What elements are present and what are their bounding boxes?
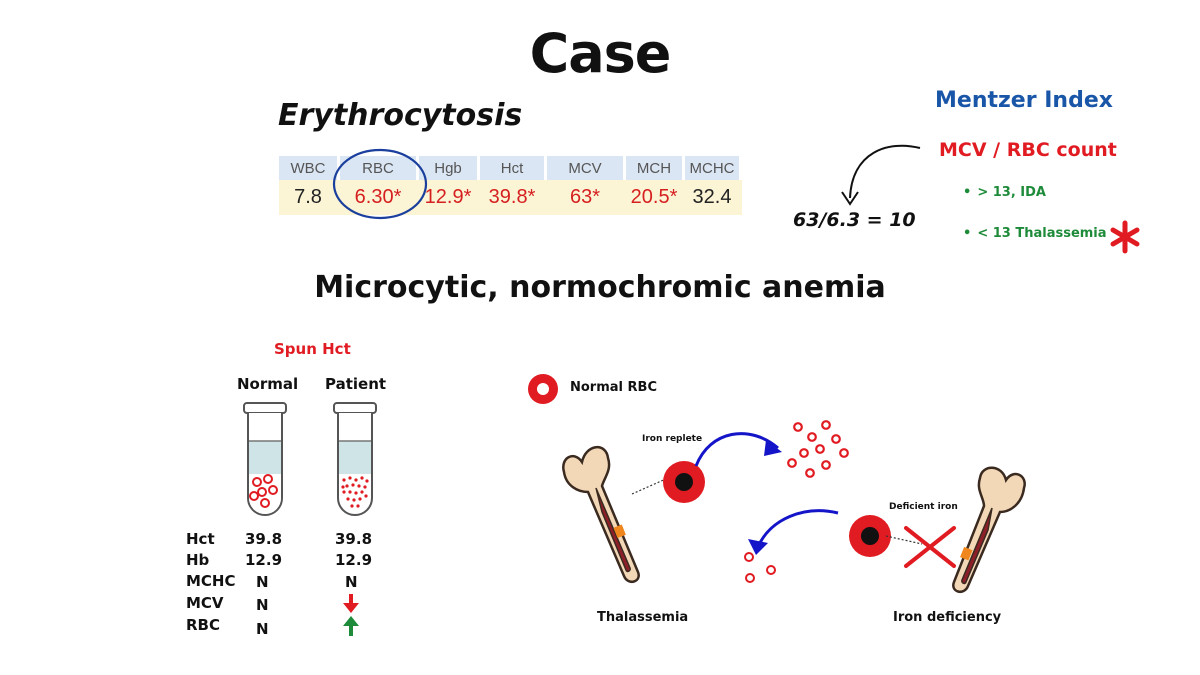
lab-header: MCV xyxy=(545,156,626,180)
normal-rbc-icon xyxy=(528,374,558,404)
blue-arrow-right-icon xyxy=(694,432,782,467)
mentzer-calculation: 63/6.3 = 10 xyxy=(793,209,916,231)
diagnosis-heading: Microcytic, normochromic anemia xyxy=(314,270,886,305)
lab-value: 63* xyxy=(545,180,626,215)
mentzer-item: •> 13, IDA xyxy=(963,185,1046,200)
normal-value: N xyxy=(256,620,269,638)
rbc-highlight-circle xyxy=(332,148,428,220)
lab-value: 7.8 xyxy=(279,180,340,215)
mentzer-item: •< 13 Thalassemia xyxy=(963,226,1107,241)
red-x-icon xyxy=(904,526,956,568)
column-patient: Patient xyxy=(325,375,387,393)
lab-value: 39.8* xyxy=(478,180,547,215)
slide-title: Case xyxy=(529,22,672,85)
normal-value: 12.9 xyxy=(245,551,283,569)
mentzer-title: Mentzer Index xyxy=(935,88,1113,113)
thalassemia-label: Thalassemia xyxy=(597,610,689,625)
normal-value: N xyxy=(256,573,269,591)
lab-header: Hct xyxy=(478,156,547,180)
mentzer-formula: MCV / RBC count xyxy=(939,139,1117,161)
iron-deficiency-bone-icon xyxy=(952,466,1026,594)
row-label: Hct xyxy=(186,530,215,548)
normal-value: 39.8 xyxy=(245,530,283,548)
normal-tube-icon xyxy=(243,402,287,516)
lab-header: Hgb xyxy=(417,156,480,180)
lab-value: 12.9* xyxy=(417,180,480,215)
lab-header: RBC xyxy=(338,156,419,180)
deficient-iron-label: Deficient iron xyxy=(889,502,958,512)
dotted-connector xyxy=(631,477,669,495)
row-label: MCHC xyxy=(186,572,236,590)
down-arrow-icon xyxy=(343,594,359,613)
normal-value: N xyxy=(256,596,269,614)
thalassemia-bone-icon xyxy=(562,446,640,584)
lab-header-row: WBC RBC Hgb Hct MCV MCH MCHC xyxy=(279,156,742,180)
row-label: Hb xyxy=(186,551,210,569)
iron-deficiency-label: Iron deficiency xyxy=(893,610,1002,625)
patient-value: 39.8 xyxy=(335,530,373,548)
lab-value-row: 7.8 6.30* 12.9* 39.8* 63* 20.5* 32.4 xyxy=(279,180,742,215)
small-rbc-cluster-icon xyxy=(787,420,849,478)
lab-values-table: WBC RBC Hgb Hct MCV MCH MCHC 7.8 6.30* 1… xyxy=(279,156,742,215)
lab-value: 20.5* xyxy=(624,180,685,215)
blue-arrow-left-icon xyxy=(748,509,839,555)
patient-value: 12.9 xyxy=(335,551,373,569)
few-rbc-icon xyxy=(744,552,776,583)
lab-value: 32.4 xyxy=(683,180,742,215)
row-label: RBC xyxy=(186,616,220,634)
lab-value: 6.30* xyxy=(338,180,419,215)
column-normal: Normal xyxy=(237,375,299,393)
lab-header: MCHC xyxy=(683,156,742,180)
row-label: MCV xyxy=(186,594,224,612)
lab-header: MCH xyxy=(624,156,685,180)
patient-tube-icon xyxy=(333,402,377,516)
spun-hct-title: Spun Hct xyxy=(274,340,351,358)
lab-header: WBC xyxy=(279,156,340,180)
iron-replete-rbc-icon xyxy=(663,461,705,503)
asterisk-icon xyxy=(1110,220,1140,254)
erythrocytosis-heading: Erythrocytosis xyxy=(278,98,523,133)
iron-replete-label: Iron replete xyxy=(642,434,703,444)
normal-rbc-label: Normal RBC xyxy=(570,380,657,395)
curved-arrow-icon xyxy=(841,144,921,206)
up-arrow-icon xyxy=(343,616,359,636)
deficient-iron-rbc-icon xyxy=(849,515,891,557)
patient-value: N xyxy=(345,573,358,591)
